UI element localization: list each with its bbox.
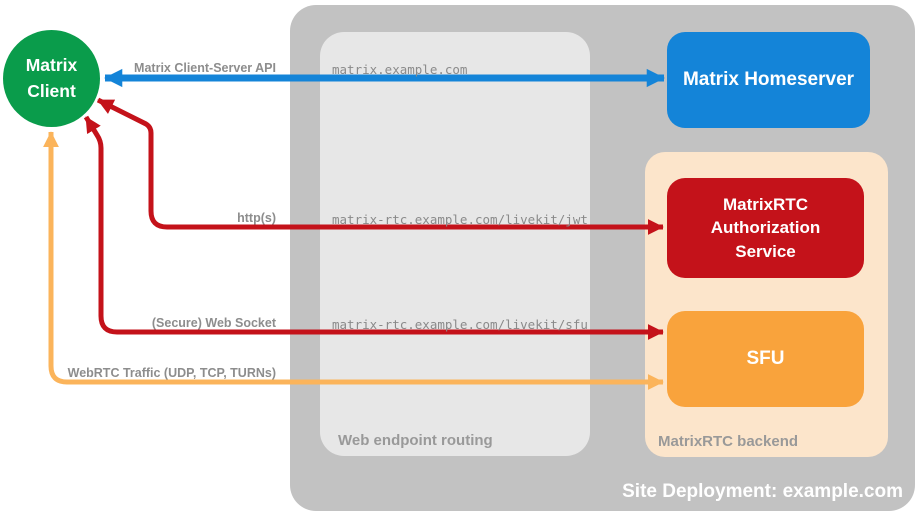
site-deployment-label: Site Deployment: example.com xyxy=(622,481,903,502)
web-endpoint-routing-label: Web endpoint routing xyxy=(338,432,493,449)
matrixrtc-authorization-service-node: MatrixRTC Authorization Service xyxy=(667,178,864,278)
http-arrow-label: http(s) xyxy=(237,211,276,225)
webrtc-arrow-label: WebRTC Traffic (UDP, TCP, TURNs) xyxy=(67,366,276,380)
matrix-homeserver-node: Matrix Homeserver xyxy=(667,32,870,128)
websocket-arrow-label: (Secure) Web Socket xyxy=(151,316,276,330)
client-server-api-arrow-label: Matrix Client-Server API xyxy=(134,61,276,75)
matrix-homeserver-label: Matrix Homeserver xyxy=(682,69,855,90)
web-endpoint-routing-panel: Web endpoint routing xyxy=(320,32,590,456)
endpoint-livekit-jwt: matrix-rtc.example.com/livekit/jwt xyxy=(332,212,588,227)
matrix-client-label-line2: Client xyxy=(27,80,76,101)
endpoint-livekit-sfu: matrix-rtc.example.com/livekit/sfu xyxy=(332,317,588,332)
matrix-client-label-line1: Matrix xyxy=(25,55,78,76)
matrix-client-node: Matrix Client xyxy=(3,30,100,127)
matrixrtc-backend-label: MatrixRTC backend xyxy=(658,433,799,450)
sfu-node: SFU xyxy=(667,311,864,407)
endpoint-matrix-host: matrix.example.com xyxy=(332,62,468,77)
matrixrtc-authorization-service-label: MatrixRTC Authorization Service xyxy=(710,194,821,261)
sfu-label: SFU xyxy=(746,348,785,369)
